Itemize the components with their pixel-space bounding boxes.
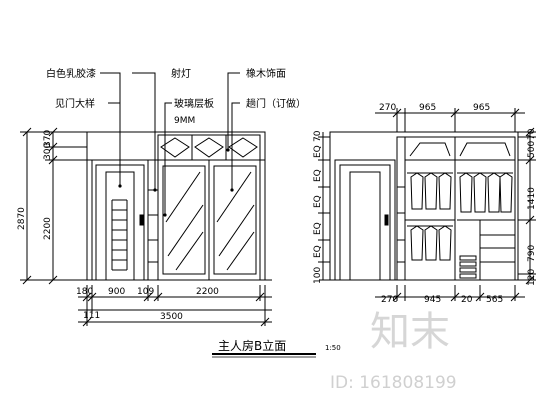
dim-109: 109: [137, 287, 154, 297]
callout-dots: [118, 148, 234, 217]
dim-111: 111: [83, 311, 100, 321]
wardrobe: [397, 137, 515, 280]
left-vertical-dims: [20, 128, 87, 284]
dim-top-965-a: 965: [419, 103, 436, 113]
eq-vertical-dims: [318, 132, 330, 280]
door-panel: [106, 172, 134, 280]
eq-dim-5: EQ: [313, 245, 323, 258]
dim-upper-370: 370: [43, 130, 53, 147]
right-door: [335, 160, 395, 280]
upper-cabinet: [158, 135, 260, 160]
sliding-doors: [158, 160, 260, 280]
eq-dim-2: EQ: [313, 169, 323, 182]
right-elevation: [318, 108, 536, 301]
hanging-clothes: [411, 173, 512, 278]
eq-dim-3: EQ: [313, 195, 323, 208]
callout-sliding-door: 趟门（订做）: [246, 97, 306, 110]
dim-bottom-270: 270: [381, 295, 398, 305]
rdim-1410: 1410: [527, 187, 537, 210]
eq-dim-100: 100: [313, 267, 323, 284]
callout-spotlight: 射灯: [171, 68, 191, 80]
right-vertical-dims: [518, 128, 536, 284]
callout-glass-shelf: 玻璃层板: [174, 97, 214, 110]
callout-glass-thickness: 9MM: [174, 116, 195, 126]
watermark-id: ID: 161808199: [330, 373, 457, 393]
dim-total-height: 2870: [17, 207, 27, 230]
dim-door-height: 2200: [43, 217, 53, 240]
callout-oak-veneer: 橡木饰面: [246, 67, 286, 80]
callout-door-detail: 见门大样: [55, 97, 95, 110]
dim-bottom-20: 20: [461, 295, 473, 305]
right-wall-outline: [330, 132, 518, 280]
left-elevation: [20, 73, 272, 326]
dim-upper-300: 300: [43, 143, 53, 160]
left-bottom-dims: [78, 285, 272, 326]
eq-dim-1: EQ: [313, 145, 323, 158]
right-top-dims: [375, 108, 525, 132]
eq-dim-70: 70: [313, 130, 323, 142]
rdim-790: 790: [527, 245, 537, 262]
door-handle: [140, 215, 143, 225]
callout-leaders: [100, 73, 240, 215]
right-bottom-dims: [375, 285, 525, 301]
drawing-scale: 1:50: [325, 344, 341, 352]
dim-180: 180: [76, 287, 93, 297]
rdim-500: 500: [527, 141, 537, 158]
dim-top-270: 270: [379, 103, 396, 113]
rdim-70: 70: [527, 128, 537, 140]
watermark-logo: 知末: [370, 309, 450, 355]
dim-3500: 3500: [160, 312, 183, 322]
dim-2200: 2200: [196, 287, 219, 297]
callout-white-latex-paint: 白色乳胶漆: [46, 67, 96, 80]
dim-top-965-b: 965: [473, 103, 490, 113]
drawing-title: 主人房B立面: [218, 338, 286, 353]
eq-dim-4: EQ: [313, 222, 323, 235]
dim-900: 900: [108, 287, 125, 297]
dim-bottom-565: 565: [486, 295, 503, 305]
glass-shelf-column: [148, 160, 158, 280]
dim-bottom-945: 945: [424, 295, 441, 305]
rdim-120: 120: [527, 269, 537, 286]
